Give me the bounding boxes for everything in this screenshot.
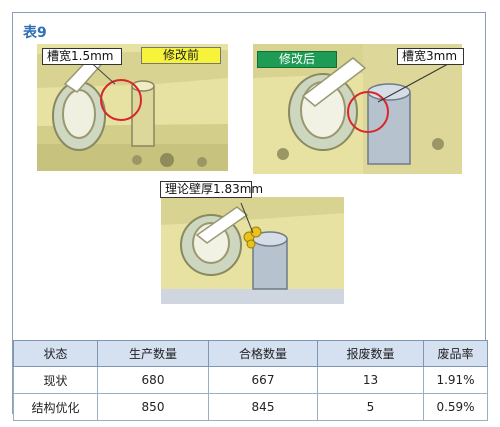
- header-scrap-rate: 废品率: [423, 340, 488, 367]
- cell-scrap-qty: 13: [317, 366, 424, 394]
- label-slot-width-before: 槽宽1.5mm: [42, 48, 122, 65]
- header-status: 状态: [13, 340, 98, 367]
- cell-scrap-qty: 5: [317, 393, 424, 421]
- table-row: 现状 680 667 13 1.91%: [13, 366, 488, 394]
- cell-scrap-rate: 0.59%: [423, 393, 488, 421]
- label-wall-thickness: 理论壁厚1.83mm: [160, 181, 263, 198]
- cell-qualified-qty: 667: [208, 366, 318, 394]
- table-title: 表9: [23, 25, 47, 41]
- label-before: 修改前: [141, 47, 221, 64]
- header-production-qty: 生产数量: [97, 340, 209, 367]
- header-scrap-qty: 报废数量: [317, 340, 424, 367]
- cell-status: 结构优化: [13, 393, 98, 421]
- casting-image-wall-thickness: [161, 197, 344, 304]
- cell-production-qty: 680: [97, 366, 209, 394]
- cell-status: 现状: [13, 366, 98, 394]
- table-row: 结构优化 850 845 5 0.59%: [13, 393, 488, 421]
- label-slot-width-after: 槽宽3mm: [397, 48, 464, 65]
- header-qualified-qty: 合格数量: [208, 340, 318, 367]
- cell-production-qty: 850: [97, 393, 209, 421]
- label-after: 修改后: [257, 51, 337, 68]
- cell-qualified-qty: 845: [208, 393, 318, 421]
- cell-scrap-rate: 1.91%: [423, 366, 488, 394]
- scrap-rate-table: 状态 生产数量 合格数量 报废数量 废品率 现状 680 667 13 1.91…: [13, 340, 488, 421]
- table-header-row: 状态 生产数量 合格数量 报废数量 废品率: [13, 340, 488, 367]
